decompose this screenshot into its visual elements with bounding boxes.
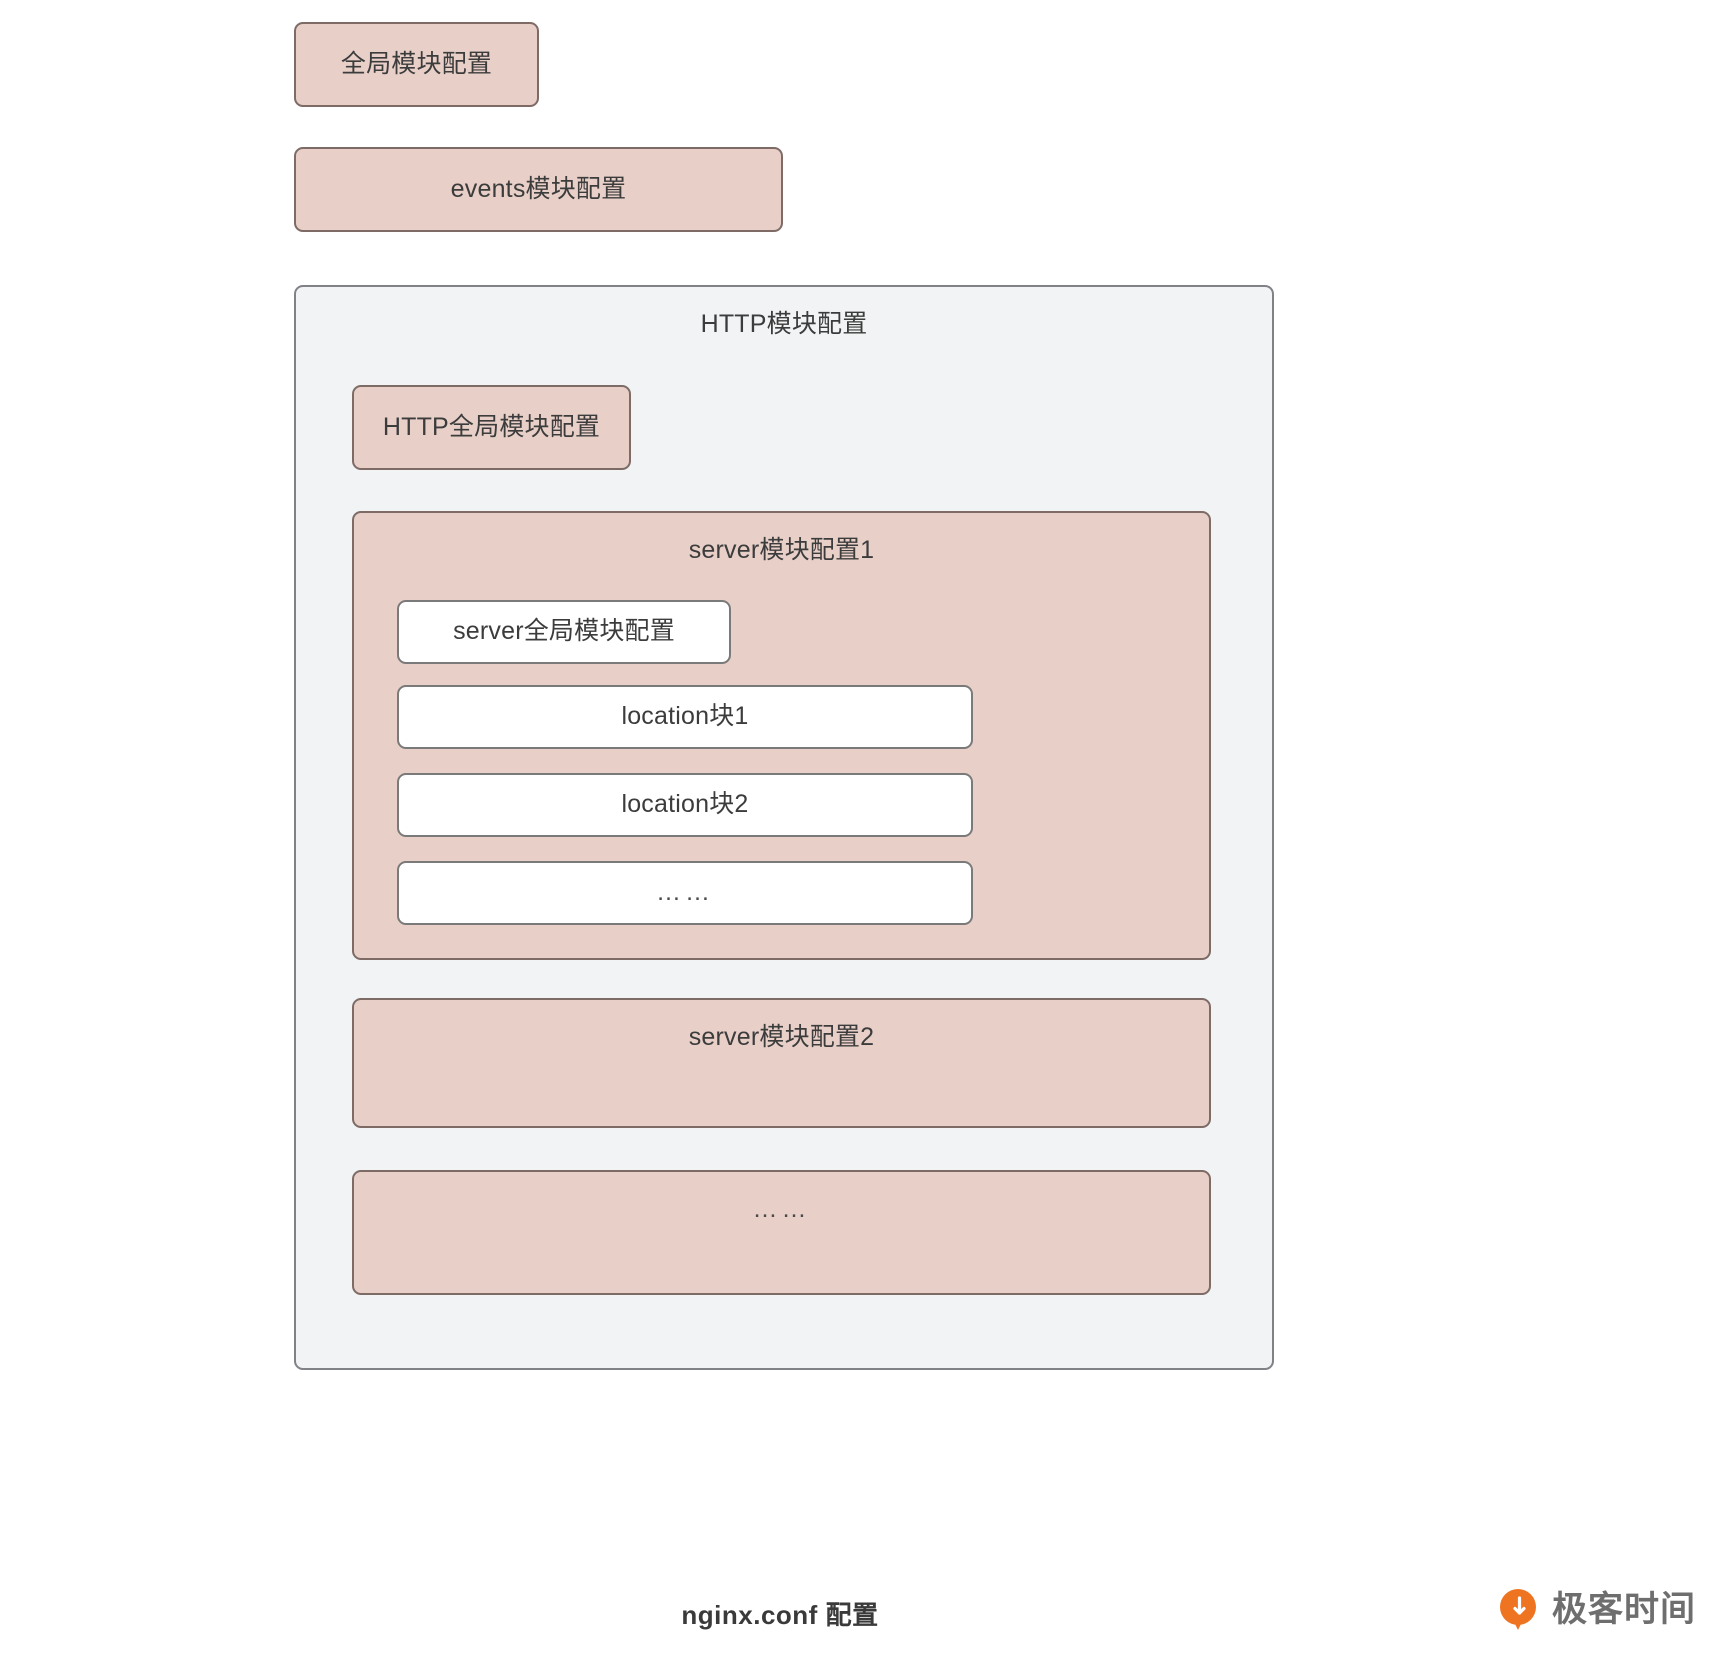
block-location-2-label: location块2 [621,790,749,819]
block-http-more: …… [352,1170,1211,1295]
block-http-global-module-label: HTTP全局模块配置 [382,412,601,441]
block-location-2: location块2 [397,773,973,837]
block-server-module-1-label: server模块配置1 [688,536,875,564]
block-server-more: …… [397,861,973,925]
block-http-more-label: …… [752,1195,811,1223]
block-events-module-label: events模块配置 [450,174,627,203]
block-server-module-2-label: server模块配置2 [688,1023,875,1051]
block-location-1: location块1 [397,685,973,749]
geektime-logo-icon [1495,1586,1541,1632]
block-http-global-module: HTTP全局模块配置 [352,385,631,470]
block-http-module-label: HTTP模块配置 [700,310,868,338]
brand-name: 极客时间 [1551,1589,1696,1629]
block-global-module-label: 全局模块配置 [340,49,493,78]
block-server-global-module-label: server全局模块配置 [453,617,675,646]
figure-caption: nginx.conf 配置 [681,1600,879,1630]
block-events-module: events模块配置 [294,147,783,232]
brand-watermark: 极客时间 [1495,1586,1696,1632]
block-server-more-label: …… [656,878,714,907]
block-location-1-label: location块1 [621,702,749,731]
block-server-module-2: server模块配置2 [352,998,1211,1128]
block-global-module: 全局模块配置 [294,22,539,107]
block-server-global-module: server全局模块配置 [397,600,731,664]
